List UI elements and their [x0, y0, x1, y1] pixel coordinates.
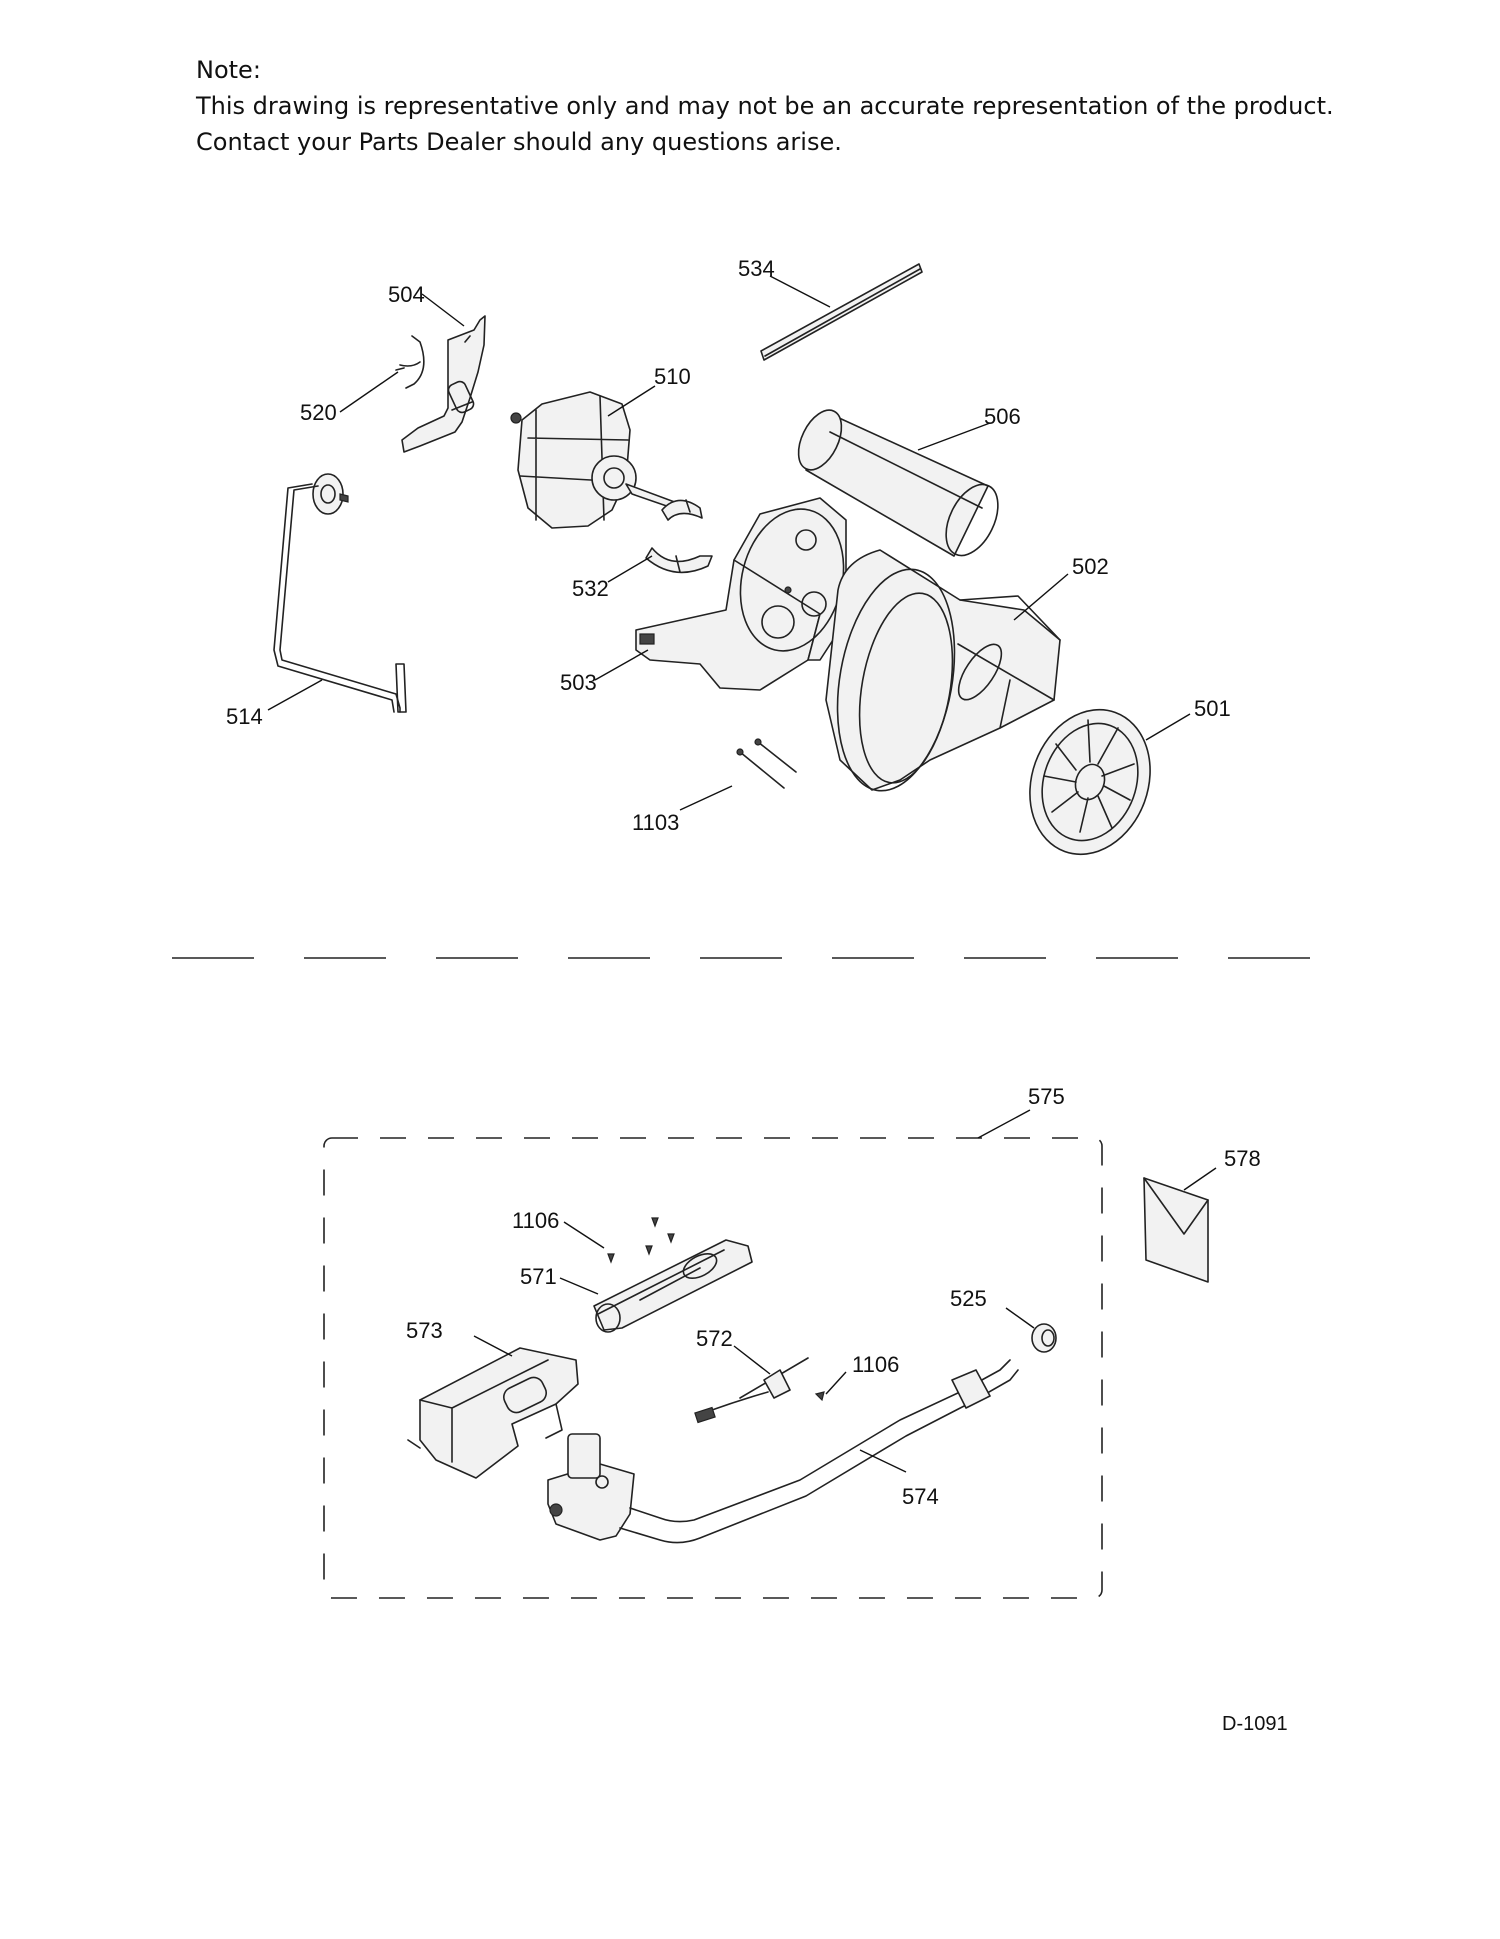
part-502-housing — [825, 549, 1061, 792]
bottom-leader-lines — [473, 1109, 1217, 1473]
part-571-burner — [593, 1239, 753, 1333]
callout-578: 578 — [1224, 1146, 1261, 1171]
kit-575-boundary — [323, 1137, 1103, 1599]
part-514-idler-arm — [273, 473, 407, 713]
callout-506: 506 — [984, 404, 1021, 429]
callout-534: 534 — [738, 256, 775, 281]
callout-503: 503 — [560, 670, 597, 695]
callout-520: 520 — [300, 400, 337, 425]
part-532-clamp — [645, 499, 713, 574]
part-573-bracket — [407, 1347, 579, 1479]
disclaimer-note: Note: This drawing is representative onl… — [196, 52, 1334, 160]
note-line-1: This drawing is representative only and … — [196, 92, 1334, 120]
callout-1106-upper: 1106 — [512, 1208, 559, 1233]
top-leader-lines — [267, 275, 1191, 811]
part-1106-screw-lower — [814, 1391, 825, 1402]
callout-571: 571 — [520, 1264, 557, 1289]
callout-525: 525 — [950, 1286, 987, 1311]
callout-572: 572 — [696, 1326, 733, 1351]
part-1103-screws — [736, 738, 797, 789]
part-510-motor — [510, 391, 685, 529]
part-534-strip — [760, 263, 923, 361]
note-line-2: Contact your Parts Dealer should any que… — [196, 128, 842, 156]
callout-575: 575 — [1028, 1084, 1065, 1109]
callout-510: 510 — [654, 364, 691, 389]
callout-574: 574 — [902, 1484, 939, 1509]
part-574-gas-valve — [547, 1359, 1019, 1544]
callout-502: 502 — [1072, 554, 1109, 579]
part-572-igniter — [694, 1357, 809, 1424]
callout-573: 573 — [406, 1318, 443, 1343]
part-501-blower-wheel — [1029, 708, 1151, 856]
drawing-code: D-1091 — [1222, 1713, 1288, 1735]
note-heading: Note: — [196, 56, 261, 84]
part-503-base — [635, 497, 847, 691]
callout-1103: 1103 — [632, 810, 679, 835]
callout-1106-lower: 1106 — [852, 1352, 899, 1377]
callout-532: 532 — [572, 576, 609, 601]
part-506-duct — [797, 409, 999, 557]
callout-514: 514 — [226, 704, 263, 729]
part-1106-screws-upper — [607, 1217, 675, 1264]
callout-504: 504 — [388, 282, 425, 307]
part-520-clip — [395, 335, 425, 389]
callout-501: 501 — [1194, 696, 1231, 721]
part-578-document — [1143, 1177, 1209, 1283]
part-504-bracket — [401, 315, 486, 453]
part-525-cap — [1031, 1323, 1057, 1353]
